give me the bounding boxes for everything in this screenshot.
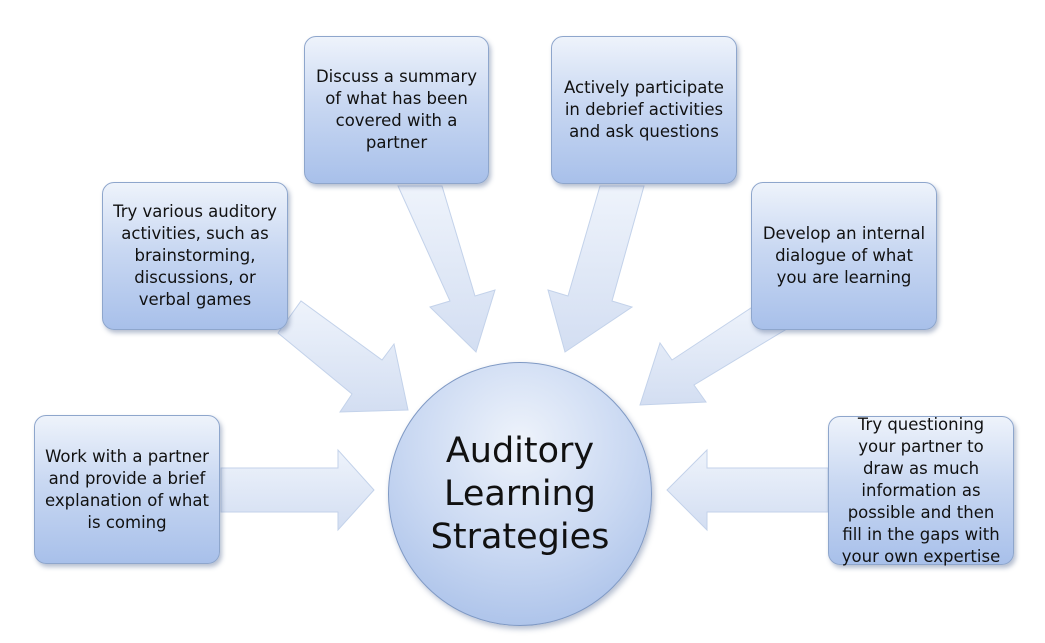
- strategy-box-auditory-activities: Try various auditory activities, such as…: [102, 182, 288, 330]
- strategy-text: Work with a partner and provide a brief …: [45, 446, 209, 532]
- arrow-upper-right: [639, 303, 786, 406]
- strategy-text: Develop an internal dialogue of what you…: [762, 224, 926, 287]
- arrow-top-left: [397, 185, 496, 353]
- strategy-box-questioning-partner: Try questioning your partner to draw as …: [828, 414, 1014, 566]
- arrow-left: [220, 448, 375, 532]
- strategy-box-discuss-summary: Discuss a summary of what has been cover…: [304, 36, 489, 184]
- strategy-text: Try questioning your partner to draw as …: [841, 414, 1001, 566]
- hub-label: Auditory Learning Strategies: [430, 430, 610, 557]
- arrow-right: [666, 448, 829, 532]
- strategy-box-debrief-activities: Actively participate in debrief activiti…: [551, 36, 737, 184]
- strategy-box-partner-explanation: Work with a partner and provide a brief …: [34, 415, 220, 564]
- arrow-top-right: [547, 185, 645, 353]
- strategy-box-internal-dialogue: Develop an internal dialogue of what you…: [751, 182, 937, 330]
- central-hub-circle: Auditory Learning Strategies: [388, 362, 652, 626]
- strategy-text: Actively participate in debrief activiti…: [564, 78, 724, 141]
- arrow-upper-left: [277, 300, 409, 413]
- strategy-text: Try various auditory activities, such as…: [113, 202, 277, 309]
- strategy-text: Discuss a summary of what has been cover…: [315, 67, 478, 152]
